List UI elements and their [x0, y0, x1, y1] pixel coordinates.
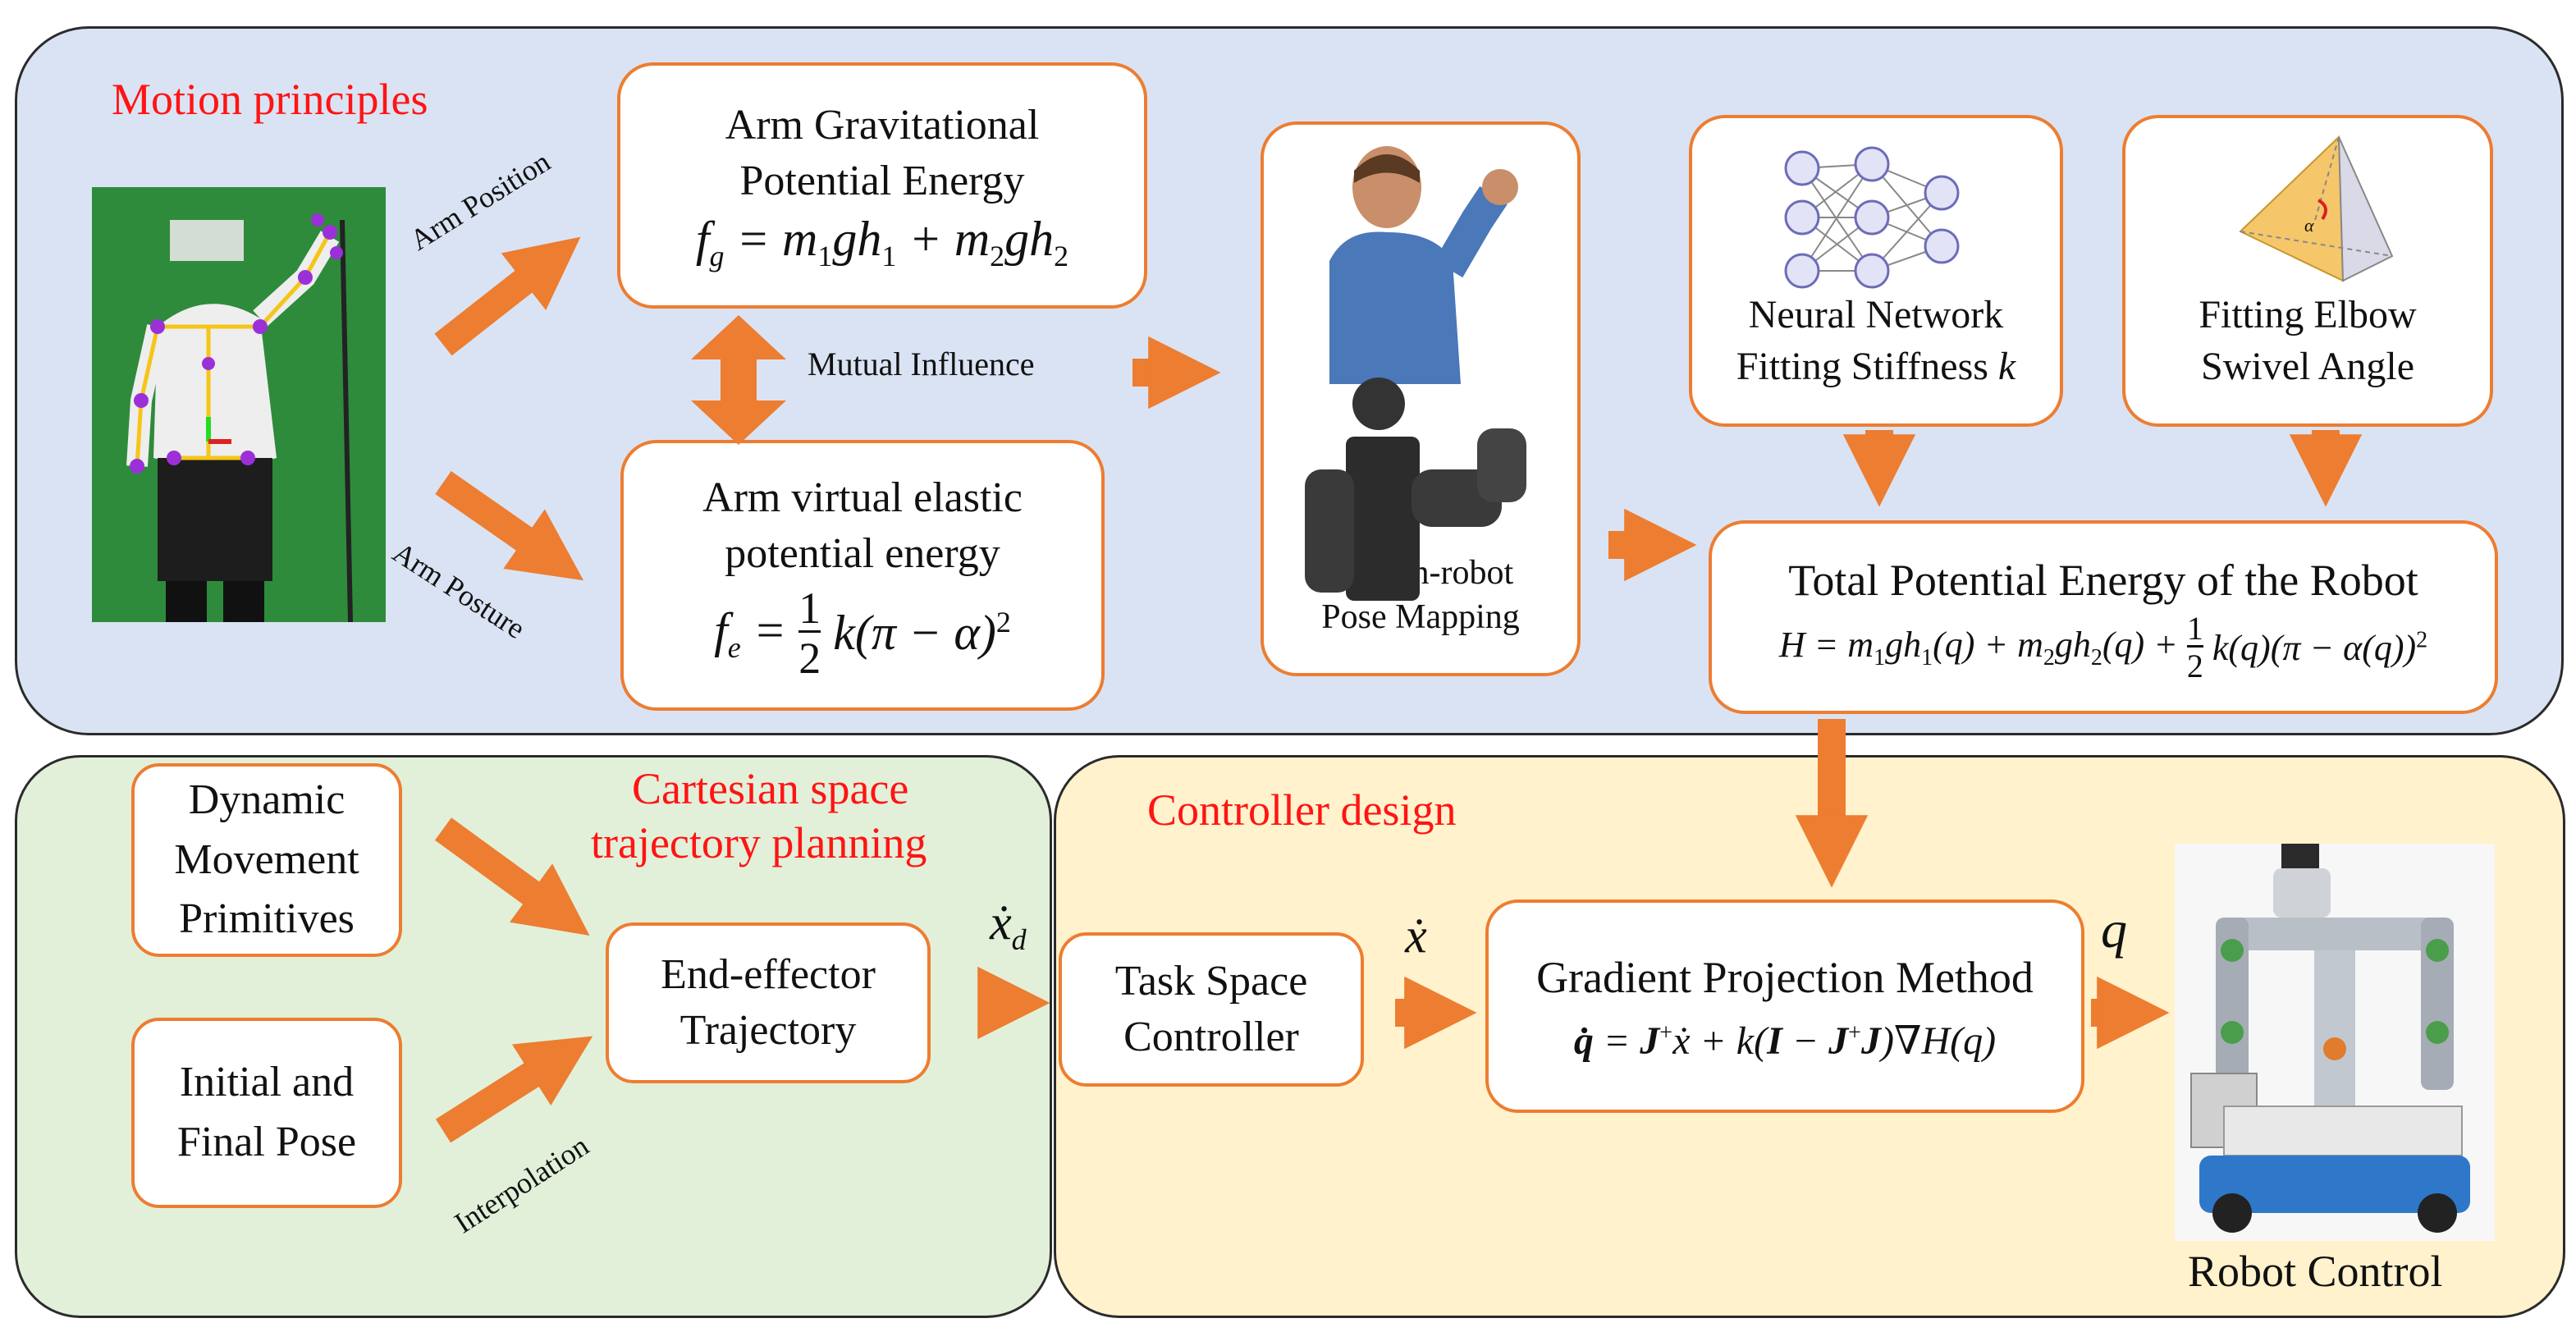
mapping-label-line2: Pose Mapping — [1321, 598, 1520, 637]
task-space-controller-box: Task Space Controller — [1059, 932, 1364, 1087]
gravitational-energy-box: Arm Gravitational Potential Energy fg = … — [617, 62, 1147, 309]
tsc-line2: Controller — [1123, 1014, 1299, 1060]
tsc-line1: Task Space — [1114, 958, 1308, 1005]
elbow-label-line1: Fitting Elbow — [2199, 293, 2417, 337]
human-skeleton-photo — [92, 187, 386, 622]
gravity-title-line1: Arm Gravitational — [725, 102, 1040, 149]
dmp-line1: Dynamic — [188, 776, 345, 823]
robot-control-image — [2175, 844, 2495, 1241]
cartesian-title-line2: trajectory planning — [591, 818, 927, 867]
motion-principles-title: Motion principles — [112, 75, 428, 124]
traj-line2: Trajectory — [679, 1007, 857, 1054]
arrow-dmp-to-traj — [434, 817, 590, 936]
dmp-box: Dynamic Movement Primitives — [131, 763, 402, 957]
total-energy-title: Total Potential Energy of the Robot — [1788, 555, 2418, 605]
arrow-arm-posture — [435, 471, 584, 581]
neural-network-box: Neural Network Fitting Stiffness k — [1689, 115, 2063, 427]
gpm-title: Gradient Projection Method — [1536, 952, 2034, 1002]
mutual-influence-label: Mutual Influence — [808, 346, 1035, 382]
robot-control-label: Robot Control — [2188, 1247, 2443, 1296]
elastic-energy-box: Arm virtual elastic potential energy fe … — [620, 440, 1105, 711]
human-avatar-image — [1329, 146, 1518, 384]
elbow-label-line2: Swivel Angle — [2201, 344, 2414, 388]
gravity-title-line2: Potential Energy — [739, 158, 1025, 204]
alpha-symbol: α — [2304, 215, 2314, 236]
controller-design-title: Controller design — [1147, 785, 1457, 835]
total-potential-energy-box: Total Potential Energy of the Robot H = … — [1709, 520, 2498, 714]
xdot-label: ẋ — [1405, 909, 1427, 963]
pose-mapping-box: Human-robot Pose Mapping — [1261, 121, 1581, 676]
elastic-title-line1: Arm virtual elastic — [702, 474, 1023, 521]
swivel-angle-icon: α — [2239, 135, 2394, 282]
xd-label: ẋd — [990, 895, 1027, 956]
q-label: q — [2101, 900, 2127, 959]
dmp-line2: Movement — [174, 835, 359, 883]
gradient-projection-box: Gradient Projection Method q̇ = J+ẋ + k(… — [1485, 899, 2084, 1113]
dmp-line3: Primitives — [179, 895, 355, 943]
arrow-pose-to-traj — [435, 1036, 593, 1143]
gpm-equation: q̇ = J+ẋ + k(I − J+J)∇H(q) — [1573, 1019, 1997, 1064]
neural-network-icon — [1784, 146, 1960, 289]
cartesian-title-line1: Cartesian space — [632, 764, 909, 813]
elbow-swivel-box: α Fitting Elbow Swivel Angle — [2122, 115, 2493, 427]
nn-label-line2: Fitting Stiffness k — [1736, 344, 2016, 388]
pose-line2: Final Pose — [176, 1119, 357, 1165]
mutual-influence-double-arrow — [691, 315, 786, 445]
gravity-equation: fg = m1gh1 + m2gh2 — [695, 211, 1069, 272]
pose-line1: Initial and — [179, 1059, 355, 1106]
end-effector-trajectory-box: End-effector Trajectory — [606, 922, 931, 1083]
arrow-arm-position — [434, 236, 581, 356]
initial-final-pose-box: Initial and Final Pose — [131, 1018, 402, 1208]
nn-label-line1: Neural Network — [1748, 293, 2004, 337]
robot-avatar-image — [1305, 378, 1526, 601]
traj-line1: End-effector — [661, 951, 876, 999]
elastic-title-line2: potential energy — [725, 529, 1000, 577]
